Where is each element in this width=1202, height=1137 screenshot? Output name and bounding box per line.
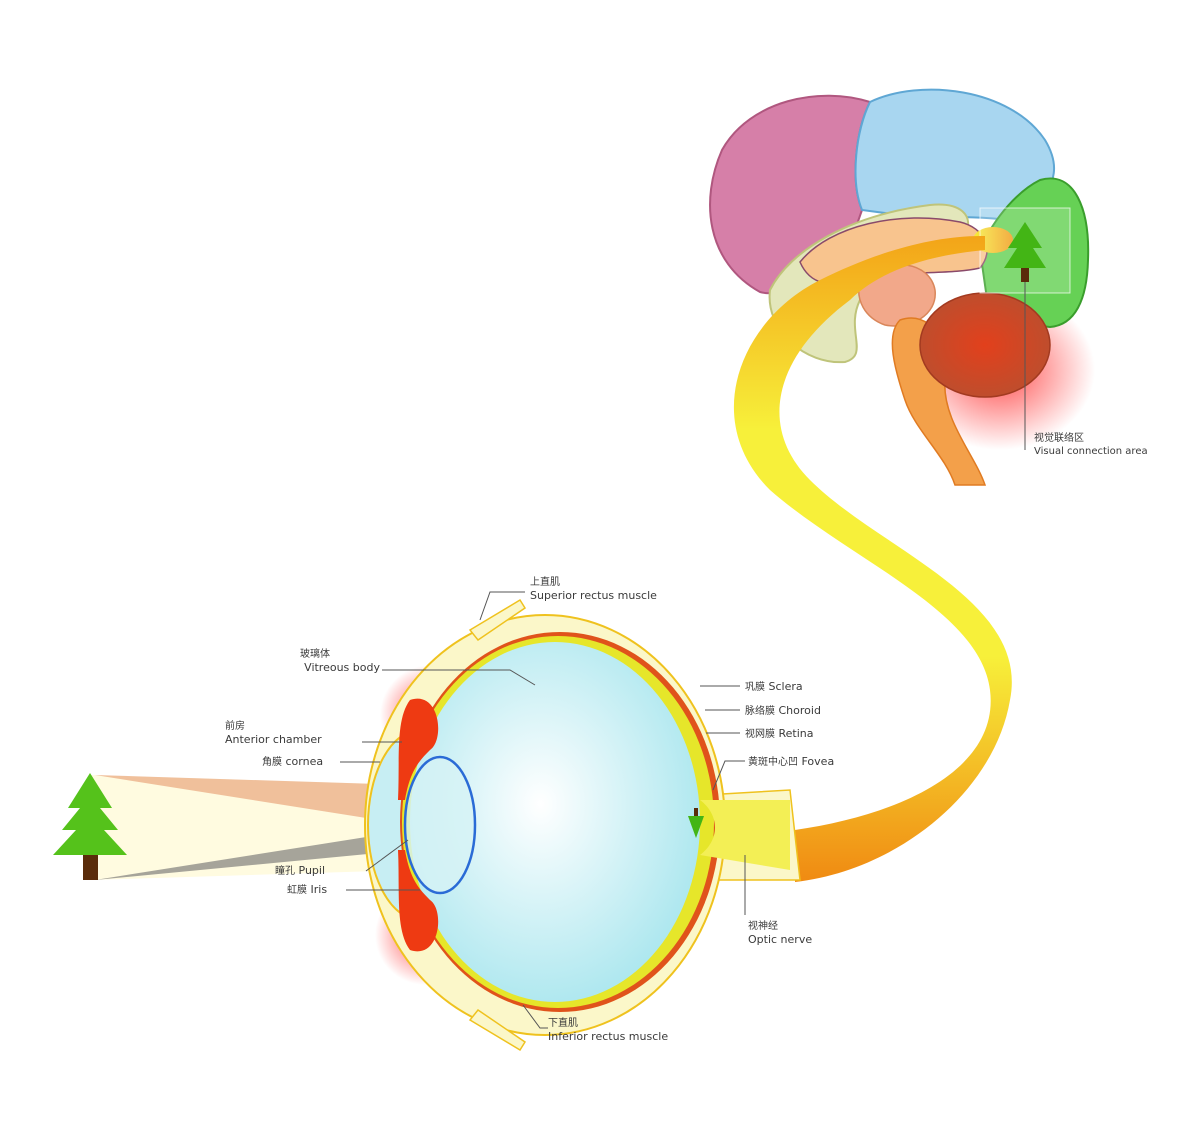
label-fovea: 黄斑中心凹 Fovea bbox=[748, 755, 834, 769]
iris-lower bbox=[398, 850, 439, 952]
label-sclera: 巩膜 Sclera bbox=[745, 680, 803, 694]
iris-upper bbox=[398, 698, 439, 800]
retinal-image-icon bbox=[688, 808, 704, 838]
inferior-rectus-muscle bbox=[468, 1008, 527, 1052]
label-optic-nerve: 视神经 Optic nerve bbox=[748, 920, 812, 946]
leader-superior-rectus bbox=[479, 591, 525, 621]
optic-pathway bbox=[733, 235, 1012, 883]
superior-rectus-muscle bbox=[468, 598, 527, 642]
label-visual-connection-area: 视觉联络区 Visual connection area bbox=[1034, 432, 1148, 458]
leader-vitreous bbox=[382, 669, 536, 686]
optic-disc bbox=[700, 800, 790, 870]
label-iris: 虹膜 Iris bbox=[287, 883, 327, 897]
label-en: Iris bbox=[310, 883, 328, 896]
label-zh: 下直肌 bbox=[548, 1018, 578, 1029]
leader-lines bbox=[340, 591, 746, 1029]
label-en: Anterior chamber bbox=[225, 733, 322, 746]
label-en: Optic nerve bbox=[748, 933, 813, 946]
label-en: Sclera bbox=[768, 680, 803, 693]
label-en: cornea bbox=[285, 755, 324, 768]
label-retina: 视网膜 Retina bbox=[745, 727, 814, 741]
label-cornea: 角膜 cornea bbox=[262, 755, 323, 769]
label-en: Choroid bbox=[778, 704, 821, 717]
lens bbox=[403, 755, 477, 895]
eyeball bbox=[364, 598, 801, 1052]
leader-pupil bbox=[365, 839, 409, 872]
label-zh: 视网膜 bbox=[745, 729, 775, 740]
label-en: Fovea bbox=[801, 755, 835, 768]
brain bbox=[709, 88, 1095, 486]
label-zh: 前房 bbox=[225, 721, 245, 732]
label-choroid: 脉络膜 Choroid bbox=[745, 704, 821, 718]
label-zh: 瞳孔 bbox=[275, 866, 295, 877]
label-vitreous-body: 玻璃体 Vitreous body bbox=[290, 648, 380, 674]
vitreous-body bbox=[410, 642, 700, 1002]
label-anterior-chamber: 前房 Anterior chamber bbox=[225, 720, 322, 746]
label-en: Inferior rectus muscle bbox=[548, 1030, 669, 1043]
label-en: Superior rectus muscle bbox=[530, 589, 657, 602]
leader-fovea bbox=[712, 760, 745, 791]
label-zh: 巩膜 bbox=[745, 682, 765, 693]
label-zh: 角膜 bbox=[262, 757, 282, 768]
label-inferior-rectus: 下直肌 Inferior rectus muscle bbox=[548, 1017, 668, 1043]
label-zh: 视神经 bbox=[748, 921, 778, 932]
label-en: Retina bbox=[778, 727, 814, 740]
leader-inferior-rectus bbox=[522, 1004, 548, 1029]
tree-object-icon bbox=[53, 773, 127, 880]
label-en: Vitreous body bbox=[304, 661, 380, 674]
perceived-tree-icon bbox=[1004, 222, 1046, 282]
label-zh: 脉络膜 bbox=[745, 706, 775, 717]
label-zh: 玻璃体 bbox=[300, 649, 330, 660]
label-zh: 上直肌 bbox=[530, 577, 560, 588]
label-zh: 虹膜 bbox=[287, 885, 307, 896]
cerebellum bbox=[919, 292, 1051, 398]
label-en: Visual connection area bbox=[1034, 446, 1148, 457]
label-en: Pupil bbox=[298, 864, 326, 877]
label-zh: 视觉联络区 bbox=[1034, 433, 1084, 444]
label-superior-rectus: 上直肌 Superior rectus muscle bbox=[530, 576, 657, 602]
label-zh: 黄斑中心凹 bbox=[748, 757, 798, 768]
label-pupil: 瞳孔 Pupil bbox=[275, 864, 325, 878]
